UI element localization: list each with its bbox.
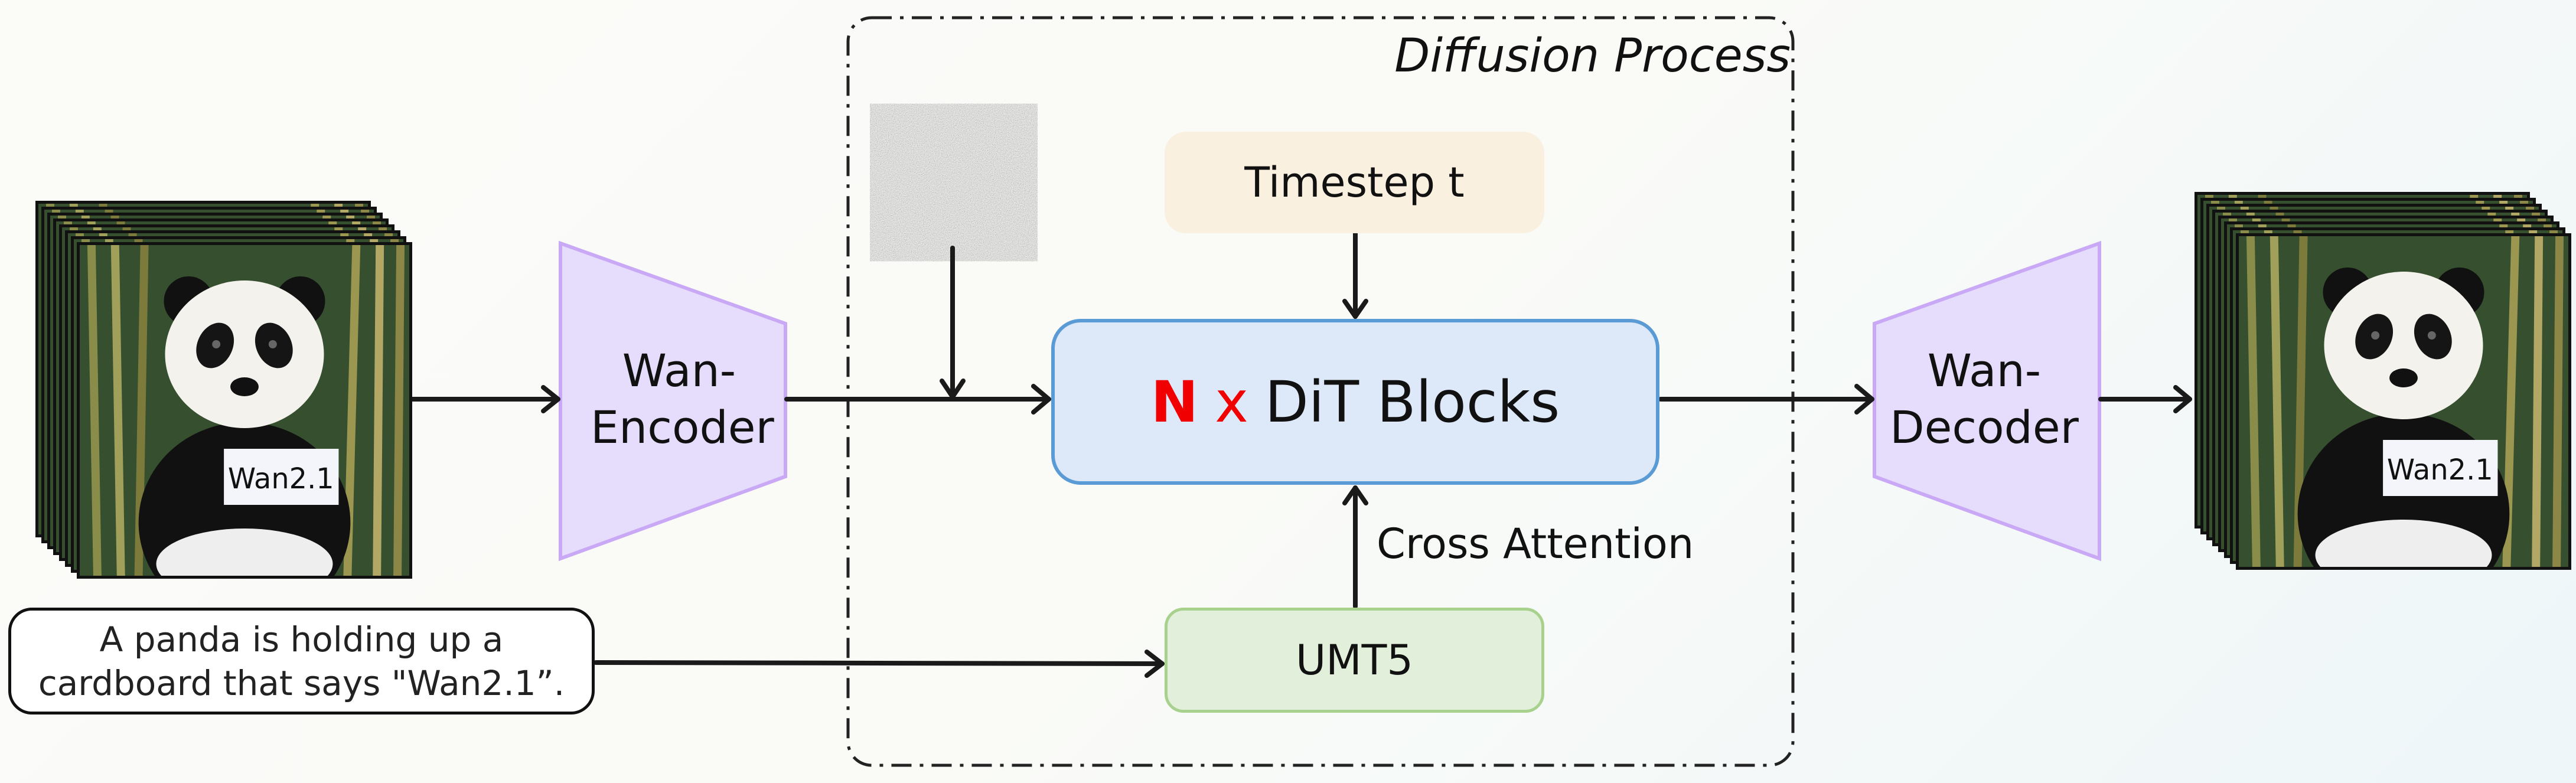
arrowhead [2173, 385, 2192, 413]
cross-attention-label: Cross Attention [1377, 520, 1694, 568]
umt5-block: UMT5 [1165, 608, 1544, 713]
arrowhead [1854, 384, 1874, 415]
input-video-frames: Wan2.1 [35, 201, 413, 582]
timestep-label: Timestep t [1244, 158, 1465, 207]
dit-label: DiT Blocks [1264, 368, 1560, 435]
timestep-block: Timestep t [1165, 132, 1544, 233]
output-video-frames: Wan2.1 [2195, 192, 2572, 576]
sign-text: Wan2.1 [228, 463, 334, 495]
decoder-label: Wan- Decoder [1890, 342, 2079, 456]
arrowhead [541, 385, 560, 413]
prompt-line-2: cardboard that says "Wan2.1”. [38, 663, 565, 703]
video-frame-front: Wan2.1 [77, 242, 412, 579]
noise-latent [884, 117, 1023, 248]
decoder-label-line-2: Decoder [1890, 401, 2079, 454]
diffusion-process-border [846, 16, 1795, 767]
arrowhead [1342, 299, 1368, 319]
arrowhead [1031, 384, 1051, 415]
arrowhead [1144, 650, 1165, 678]
sign-text: Wan2.1 [2387, 454, 2493, 487]
dit-multiplier: N [1150, 368, 1199, 435]
video-frame-front: Wan2.1 [2236, 233, 2571, 570]
decoder-shape [1873, 240, 2101, 562]
diffusion-process-label: Diffusion Process [1394, 30, 1791, 83]
encoder-label-line-1: Wan- [622, 344, 736, 397]
encoder-label: Wan- Encoder [591, 342, 774, 456]
prompt-line-1: A panda is holding up a [99, 619, 504, 660]
encoder-label-line-2: Encoder [591, 401, 774, 454]
dit-times: x [1215, 368, 1248, 435]
arrowhead [940, 379, 966, 399]
text-prompt: A panda is holding up a cardboard that s… [8, 608, 595, 715]
dit-blocks: N x DiT Blocks [1051, 319, 1659, 485]
umt5-label: UMT5 [1296, 636, 1413, 684]
arrowhead [1342, 485, 1368, 505]
arrow-prompt-to-umt5 [594, 660, 1165, 666]
decoder-label-line-1: Wan- [1927, 344, 2042, 397]
encoder-shape [559, 240, 787, 562]
